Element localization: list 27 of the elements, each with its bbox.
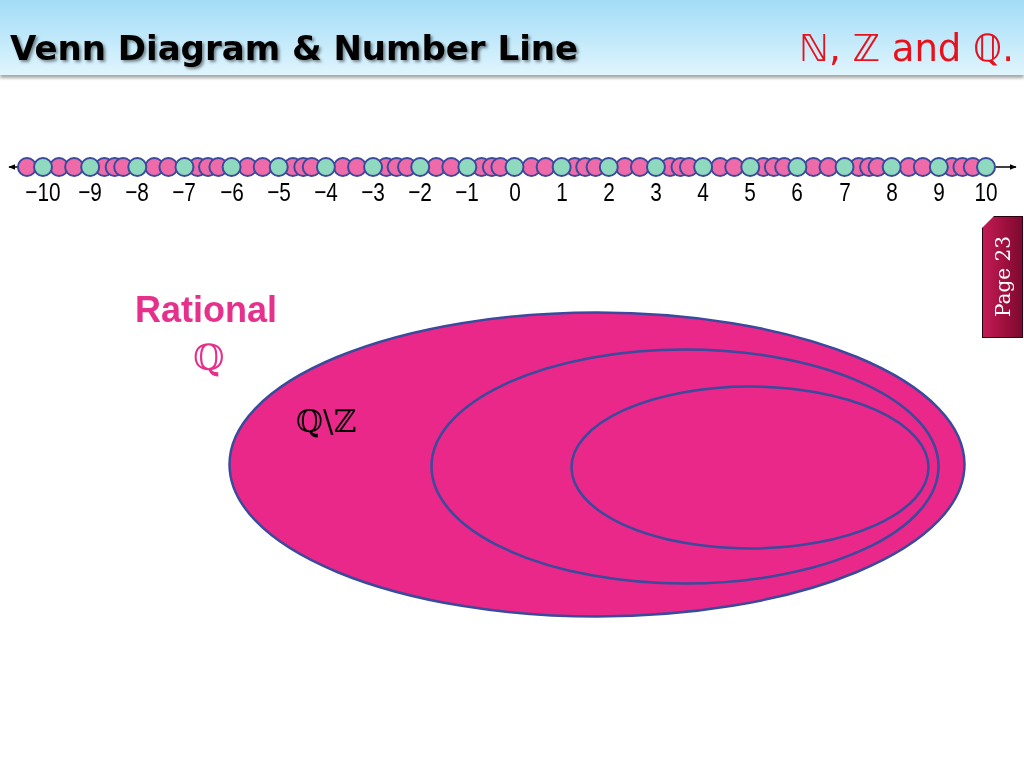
set-heading: Rational — [135, 292, 277, 328]
tick-label: −2 — [408, 177, 433, 207]
tick-label: 4 — [697, 177, 709, 207]
tick-label: −6 — [219, 177, 244, 207]
tick-label: −5 — [266, 177, 291, 207]
tick-label: −4 — [314, 177, 338, 207]
tick-label: −10 — [25, 177, 61, 207]
slide-subtitle: ℕ, ℤ and ℚ. — [799, 26, 1014, 72]
tick-label: −7 — [172, 177, 197, 207]
set-difference-label: ℚ\ℤ — [296, 406, 357, 437]
slide-title: Venn Diagram & Number Line — [10, 27, 579, 69]
tick-label: 7 — [838, 177, 851, 207]
tick-label: 8 — [885, 177, 898, 207]
tick-label: 5 — [744, 177, 757, 207]
set-symbol: ℚ — [193, 340, 225, 376]
tick-label: 0 — [508, 177, 521, 207]
page-tab: Page 23 — [982, 216, 1023, 338]
tick-label: −1 — [455, 177, 480, 207]
tick-label: 3 — [650, 177, 662, 207]
tick-label: 9 — [933, 177, 945, 207]
tick-label: −3 — [361, 177, 385, 207]
tick-label: −9 — [78, 177, 102, 207]
tick-label: 10 — [974, 177, 998, 207]
tick-label: 6 — [791, 177, 804, 207]
tick-label: −8 — [125, 177, 150, 207]
tick-label: 1 — [555, 177, 568, 207]
tick-label: 2 — [603, 177, 615, 207]
